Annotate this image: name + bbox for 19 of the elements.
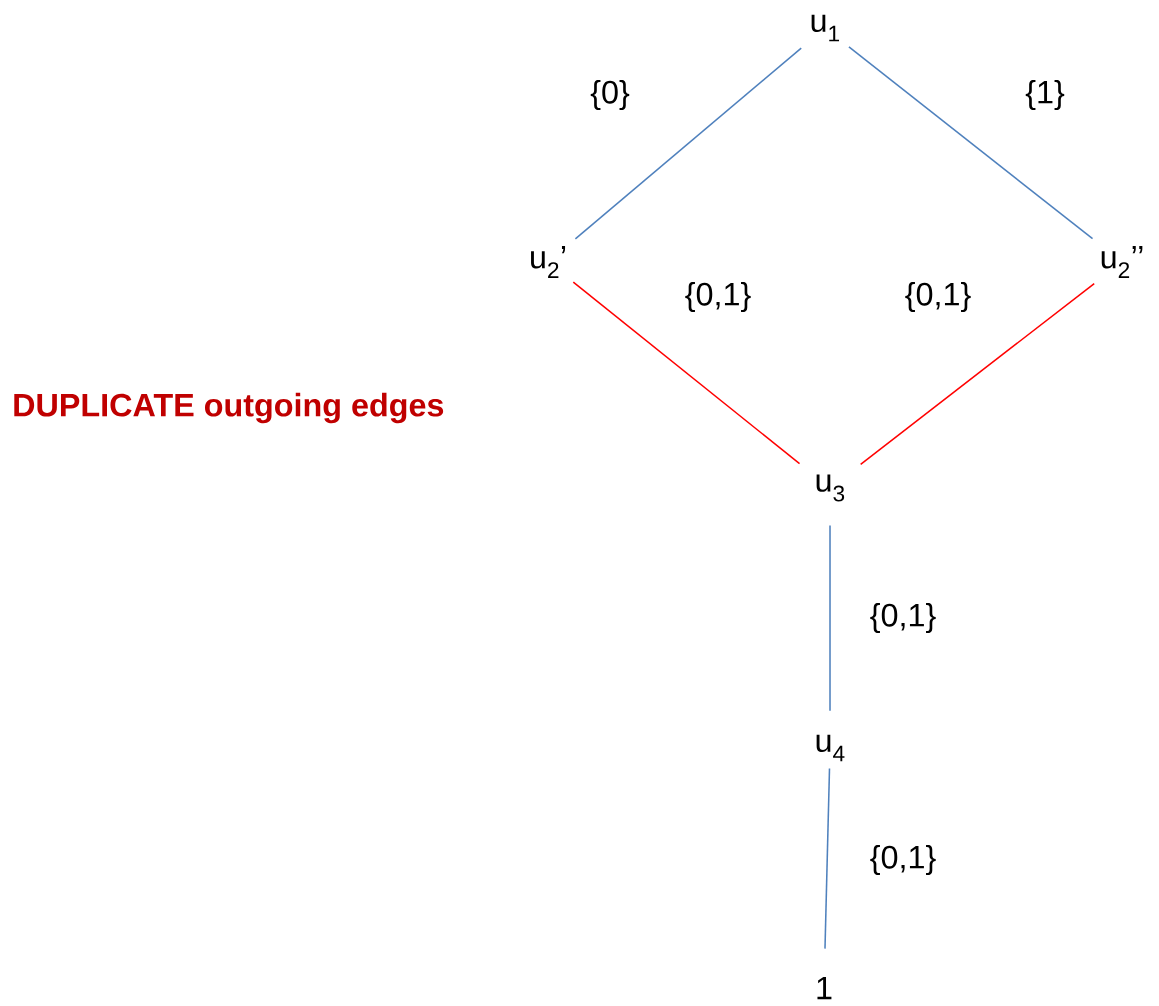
node-label: u$_{4}$ <box>816 734 845 762</box>
edge-label: {1} <box>1023 78 1067 112</box>
edge-label: {0,1} <box>868 601 938 635</box>
edge-label: {0,1} <box>903 280 973 314</box>
node-label: u$_{3}$ <box>816 474 845 502</box>
edge-label: {0,1} <box>683 280 753 314</box>
edge-line <box>829 524 831 712</box>
note-text: DUPLICATE outgoing edges <box>14 392 444 424</box>
node-label: u$_{2}$’ <box>531 246 566 278</box>
node-label: u$_{2}$’’ <box>1101 246 1143 278</box>
edge-line <box>572 281 801 465</box>
edge-line <box>574 47 802 240</box>
edge-label: {0,1} <box>868 843 938 877</box>
edge-label: {0} <box>588 78 632 112</box>
edge-line <box>848 46 1094 240</box>
edge-line <box>859 282 1095 466</box>
node-label: 1 <box>817 976 832 1000</box>
node-label: u$_{1}$ <box>811 14 839 42</box>
edge-line <box>824 767 831 950</box>
